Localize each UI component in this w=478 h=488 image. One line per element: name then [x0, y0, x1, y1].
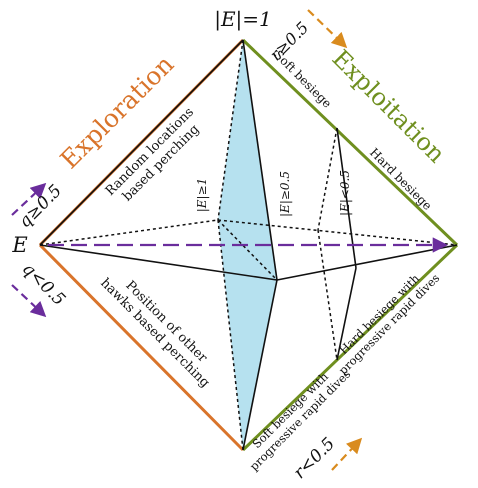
position-perching-label: Position of otherhawks based perching — [97, 264, 223, 390]
energy-e-label: E — [11, 233, 27, 257]
exploitation-title: Exploitation — [327, 44, 451, 168]
q-lower-arrow — [11, 284, 47, 318]
r-upper-arrow — [307, 9, 348, 49]
r-lower-label: r<0.5 — [290, 434, 339, 483]
label-line: Hard besiege with — [336, 271, 422, 357]
r-lower-arrow — [331, 437, 363, 471]
exploitation-edge-upper — [241, 38, 459, 247]
e-lt-05-label: |E|<0.5 — [338, 170, 352, 216]
soft-besiege-label: Soft besiege — [271, 48, 334, 111]
e-ge-05-label: |E|≥0.5 — [278, 171, 292, 217]
exploration-edge-lower — [38, 243, 245, 452]
e-ge-1-label: |E|≥1 — [195, 178, 209, 213]
inner-dashed-lines — [39, 39, 458, 451]
top-energy-label: |E|=1 — [214, 7, 272, 32]
hard-besiege-dives-label: Hard besiege withprogressive rapid dives — [326, 261, 442, 377]
q-upper-arrow — [11, 182, 47, 216]
exploitation-edge-lower — [241, 243, 459, 452]
label-line: hawks based perching — [97, 276, 212, 391]
